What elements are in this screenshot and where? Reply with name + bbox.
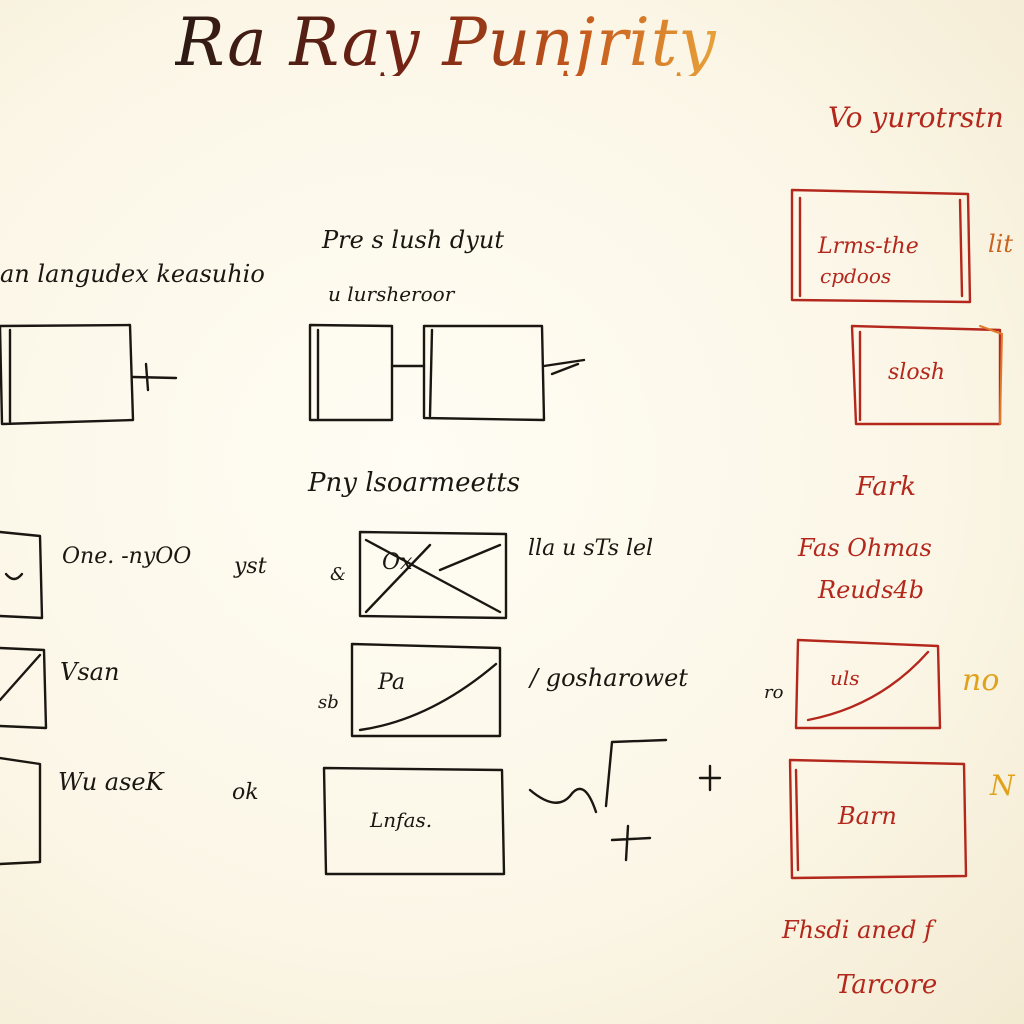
page-title: Ra Ray Punjrity (175, 4, 717, 81)
column-3-section-title: Fark (856, 472, 916, 502)
column-3-box-4-text: Barn (838, 802, 897, 830)
col1-box-2-face (4, 572, 24, 581)
column-2-row-2-side: sb (318, 692, 339, 713)
col2-box-4 (350, 642, 502, 738)
column-2-row-3-box-text: Lnfas. (370, 808, 433, 832)
column-3-footer-1: Fhsdi aned f (782, 916, 933, 944)
column-3-heading: Vo yurotrstn (828, 101, 1004, 134)
column-2-row-1-label: lla u sTs lel (528, 536, 654, 561)
column-3-top-box-text-1: Lrms-the (818, 234, 919, 259)
column-3-top-box-text-2: cpdoos (820, 264, 892, 288)
column-2-section-title: Pny lsoarmeetts (308, 468, 521, 498)
col3-box-3 (794, 638, 942, 730)
column-2-row-2-label: / gosharowet (530, 664, 688, 692)
column-1-row-1-label: One. -nyOO (62, 544, 192, 569)
col2-formula (528, 738, 722, 862)
col2-connector (390, 358, 586, 376)
column-1-row-1-note: yst (234, 554, 267, 579)
column-1-row-3-label: Wu aseK (58, 768, 164, 796)
col3-box-2-accent (979, 325, 1004, 425)
column-2-row-1-side: & (330, 564, 347, 585)
col3-box-1 (790, 188, 972, 304)
col2-box-5 (322, 766, 506, 876)
column-2-heading-line-2: u lursheroor (328, 282, 455, 306)
column-3-box-3-text: uls (830, 666, 860, 690)
col3-box-4 (788, 758, 968, 880)
column-1-row-3-note: ok (232, 780, 259, 805)
col2-box-2 (422, 324, 546, 422)
col1-box-3 (0, 646, 48, 730)
column-3-top-box-side: lit (988, 230, 1013, 258)
col1-box-2 (0, 530, 44, 620)
column-3-footer-2: Tarcore (836, 970, 938, 1000)
column-3-sub-2: Reuds4b (818, 576, 925, 604)
column-2-heading-line-1: Pre s lush dyut (322, 226, 504, 254)
column-3-box-4-side: N (990, 769, 1015, 802)
col1-box-4 (0, 756, 42, 866)
column-3-box-3-side: no (962, 663, 1000, 698)
column-2-row-2-box-text: Pa (378, 670, 405, 695)
column-3-sub-1: Fas Ohmas (798, 534, 932, 562)
column-1-row-2-label: Vsan (60, 658, 120, 686)
column-3-box-3-left: ro (764, 682, 784, 703)
col1-box-1 (0, 323, 135, 426)
col2-box-1 (308, 323, 394, 422)
column-2-row-1-box-text: Ox (382, 550, 413, 575)
column-3-box-2-text: slosh (888, 360, 946, 385)
column-1-heading: an langudex keasuhio (0, 260, 265, 288)
col2-box-3 (358, 530, 508, 620)
col1-box-1-connector (131, 362, 178, 392)
